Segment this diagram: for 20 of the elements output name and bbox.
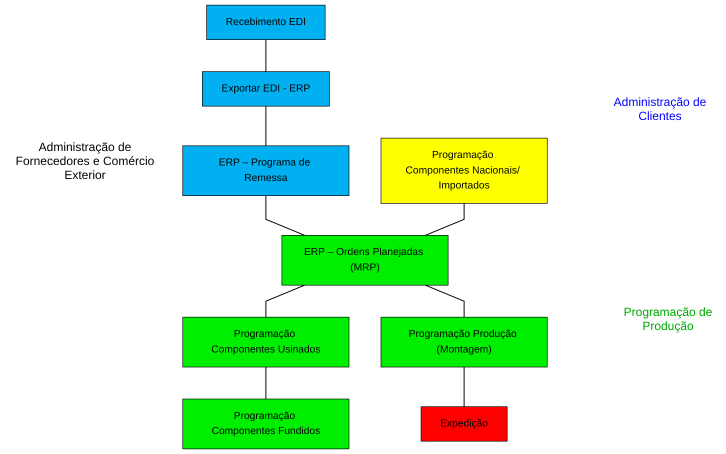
node-box: Expedição <box>420 406 508 442</box>
connector <box>265 195 306 236</box>
bracket-label: Administração de Fornecedores e Comércio Exterior <box>14 140 156 182</box>
bracket-label: Programação de Produção <box>622 305 714 333</box>
bracket-label: Administração de Clientes <box>612 95 708 123</box>
node-box: ERP – Ordens Planejadas (MRP) <box>282 235 448 286</box>
connector <box>265 106 266 146</box>
connector <box>265 366 266 400</box>
node-box: Exportar EDI - ERP <box>202 71 330 106</box>
node-box: Programação Componentes Usinados <box>182 316 350 368</box>
node-box: Programação Componentes Nacionais/ Importados <box>380 138 548 204</box>
connector <box>464 366 465 408</box>
node-box: ERP – Programa de Remessa <box>182 145 350 196</box>
connector <box>424 284 465 318</box>
node-box: Recebimento EDI <box>206 4 326 40</box>
connector <box>424 202 465 236</box>
node-box: Programação Componentes Fundidos <box>182 398 350 450</box>
connector <box>265 284 306 318</box>
node-box: Programação Produção (Montagem) <box>380 316 548 368</box>
connector <box>265 39 266 72</box>
